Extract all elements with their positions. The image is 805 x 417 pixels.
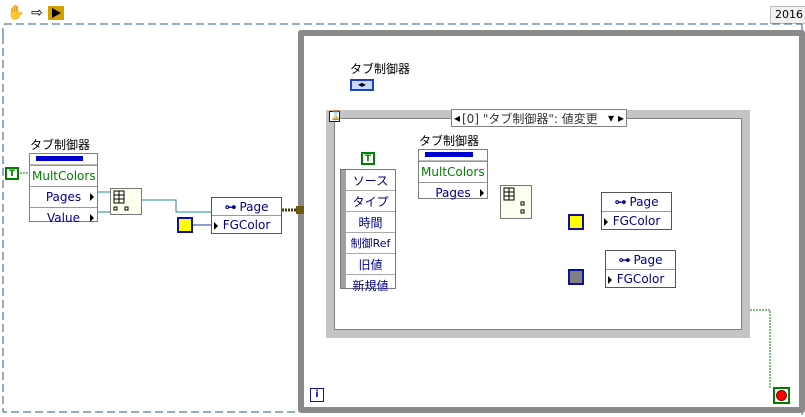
inner1-row-page: ⊶Page	[614, 195, 659, 209]
stop-icon	[776, 390, 787, 401]
inner-row-pages: Pages	[419, 182, 487, 203]
while-loop[interactable]	[298, 30, 805, 413]
hand-icon[interactable]: ✋	[7, 5, 25, 21]
yellow-color-constant-inner[interactable]	[568, 214, 584, 230]
inner2-row-page: ⊶Page	[618, 253, 663, 267]
event-data-oldval: 旧値	[346, 254, 395, 275]
row-value: Value	[30, 207, 97, 228]
left-property-node[interactable]: MultColors Pages Value	[29, 153, 98, 225]
run-icon-glyph	[48, 6, 64, 20]
event-data-source: ソース	[346, 170, 395, 191]
run-icon[interactable]	[46, 3, 66, 23]
inner-node-header	[419, 150, 487, 161]
inner-page-property-node-1[interactable]: ⊶Page FGColor	[601, 192, 672, 230]
gray-color-constant-inner[interactable]	[568, 269, 584, 285]
chevron-down-icon[interactable]: ▾	[608, 111, 615, 125]
event-structure-inner	[334, 118, 742, 330]
true-constant-left[interactable]: T	[5, 167, 19, 180]
inner1-row-fgcolor: FGColor	[602, 211, 671, 230]
event-selector-label: [0] "タブ制御器": 値変更	[462, 111, 598, 126]
left-node-label: タブ制御器	[30, 138, 91, 152]
event-data-ctlref: 制御Ref	[346, 233, 395, 254]
inner-property-node[interactable]: MultColors Pages	[418, 149, 488, 200]
left-page-property-node[interactable]: ⊶Page FGColor	[211, 197, 282, 234]
inner-node-label: タブ制御器	[419, 134, 480, 148]
event-next-arrow[interactable]: ▸	[618, 111, 625, 125]
true-constant-inner[interactable]: T	[361, 152, 375, 165]
tab-control-terminal[interactable]: ◂▸	[350, 79, 374, 91]
row-fgcolor: FGColor	[212, 215, 281, 234]
row-page: ⊶Page	[224, 199, 269, 214]
stop-terminal[interactable]	[773, 387, 790, 404]
row-pages: Pages	[30, 186, 97, 207]
node-header	[30, 154, 97, 165]
event-data-time: 時間	[346, 212, 395, 233]
event-data-newval: 新規値	[352, 278, 389, 293]
yellow-color-constant-left[interactable]	[177, 217, 193, 233]
loop-tunnel	[296, 206, 304, 214]
inner2-row-fgcolor: FGColor	[606, 269, 675, 288]
inner-index-array-icon	[503, 187, 525, 214]
index-array-icon	[113, 190, 129, 211]
arrow-right-icon[interactable]: ⇨	[31, 5, 43, 21]
event-selector[interactable]: ◂ [0] "タブ制御器": 値変更 ▾ ▸	[451, 109, 627, 127]
event-prev-arrow[interactable]: ◂	[453, 111, 461, 125]
inner-row-multcolors: MultColors	[419, 161, 487, 182]
event-timeout-icon[interactable]: ⌛	[329, 111, 342, 122]
iteration-terminal: i	[310, 388, 324, 402]
event-data-node: ソース タイプ 時間 制御Ref 旧値 新規値	[340, 169, 396, 293]
row-multcolors: MultColors	[30, 165, 97, 186]
inner-index-array-function[interactable]	[500, 185, 532, 219]
tab-control-label: タブ制御器	[350, 62, 411, 76]
index-array-function[interactable]	[110, 188, 142, 215]
event-data-type: タイプ	[346, 191, 395, 212]
version-label: 2016	[770, 6, 805, 24]
inner-page-property-node-2[interactable]: ⊶Page FGColor	[605, 250, 676, 288]
